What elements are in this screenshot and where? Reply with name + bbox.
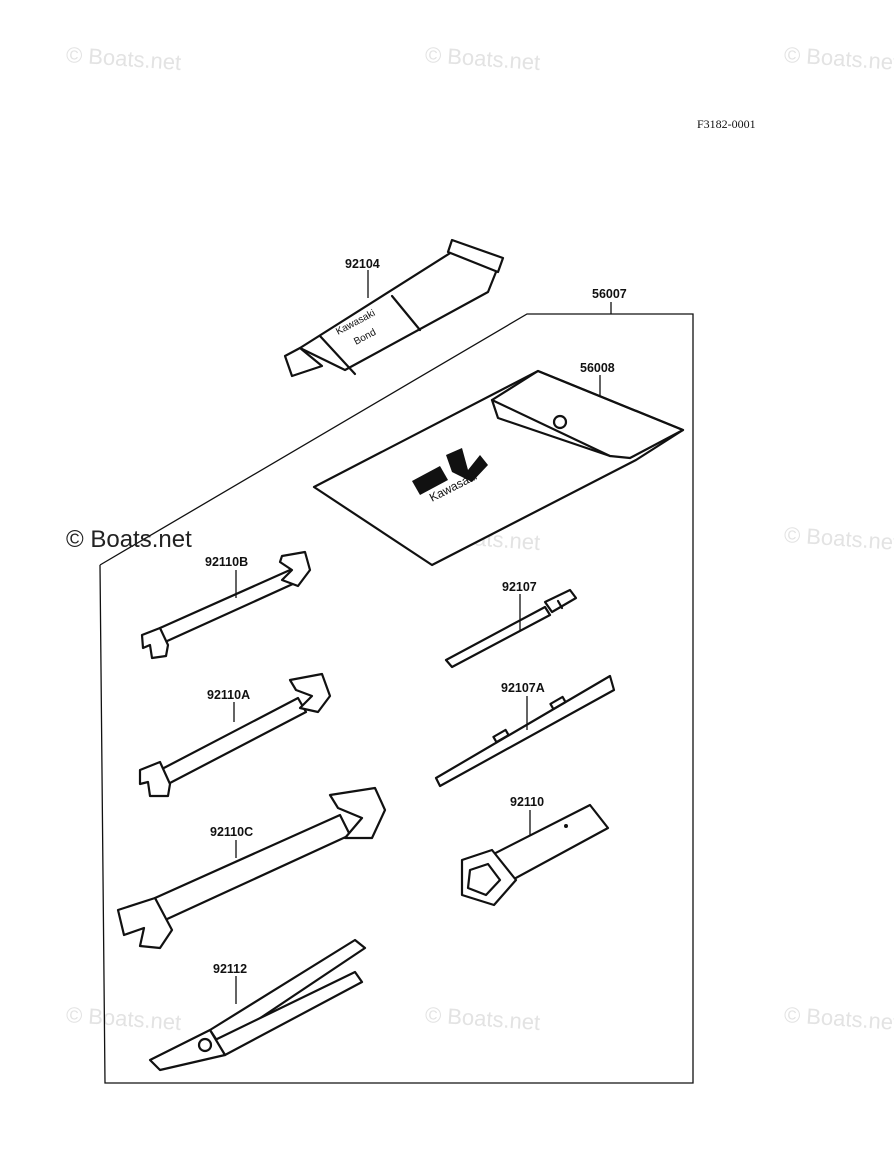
part-label-92110C: 92110C <box>210 825 253 839</box>
part-label-92110B: 92110B <box>205 555 248 569</box>
part-label-56007: 56007 <box>592 287 627 301</box>
wrench-92110C <box>116 786 387 950</box>
wrench-92110A <box>138 672 332 798</box>
screwdriver-92107 <box>444 588 578 669</box>
box-wrench-92110 <box>460 803 610 907</box>
watermark-dark: © Boats.net <box>66 526 192 553</box>
kit-outline <box>99 313 694 1084</box>
screwdriver-92107A <box>434 674 616 788</box>
part-label-92104: 92104 <box>345 257 380 271</box>
drawing-code: F3182-0001 <box>697 117 756 131</box>
bond-tube: Kawasaki Bond <box>283 238 505 378</box>
part-label-92110: 92110 <box>510 795 544 809</box>
part-label-92107A: 92107A <box>501 681 545 695</box>
part-label-92110A: 92110A <box>207 688 250 702</box>
part-label-92107: 92107 <box>502 580 537 594</box>
wrench-92110B <box>140 550 312 660</box>
tool-pouch: Kawasaki <box>312 369 685 567</box>
pliers-92112 <box>148 938 367 1072</box>
part-label-92112: 92112 <box>213 962 247 976</box>
part-label-56008: 56008 <box>580 361 615 375</box>
